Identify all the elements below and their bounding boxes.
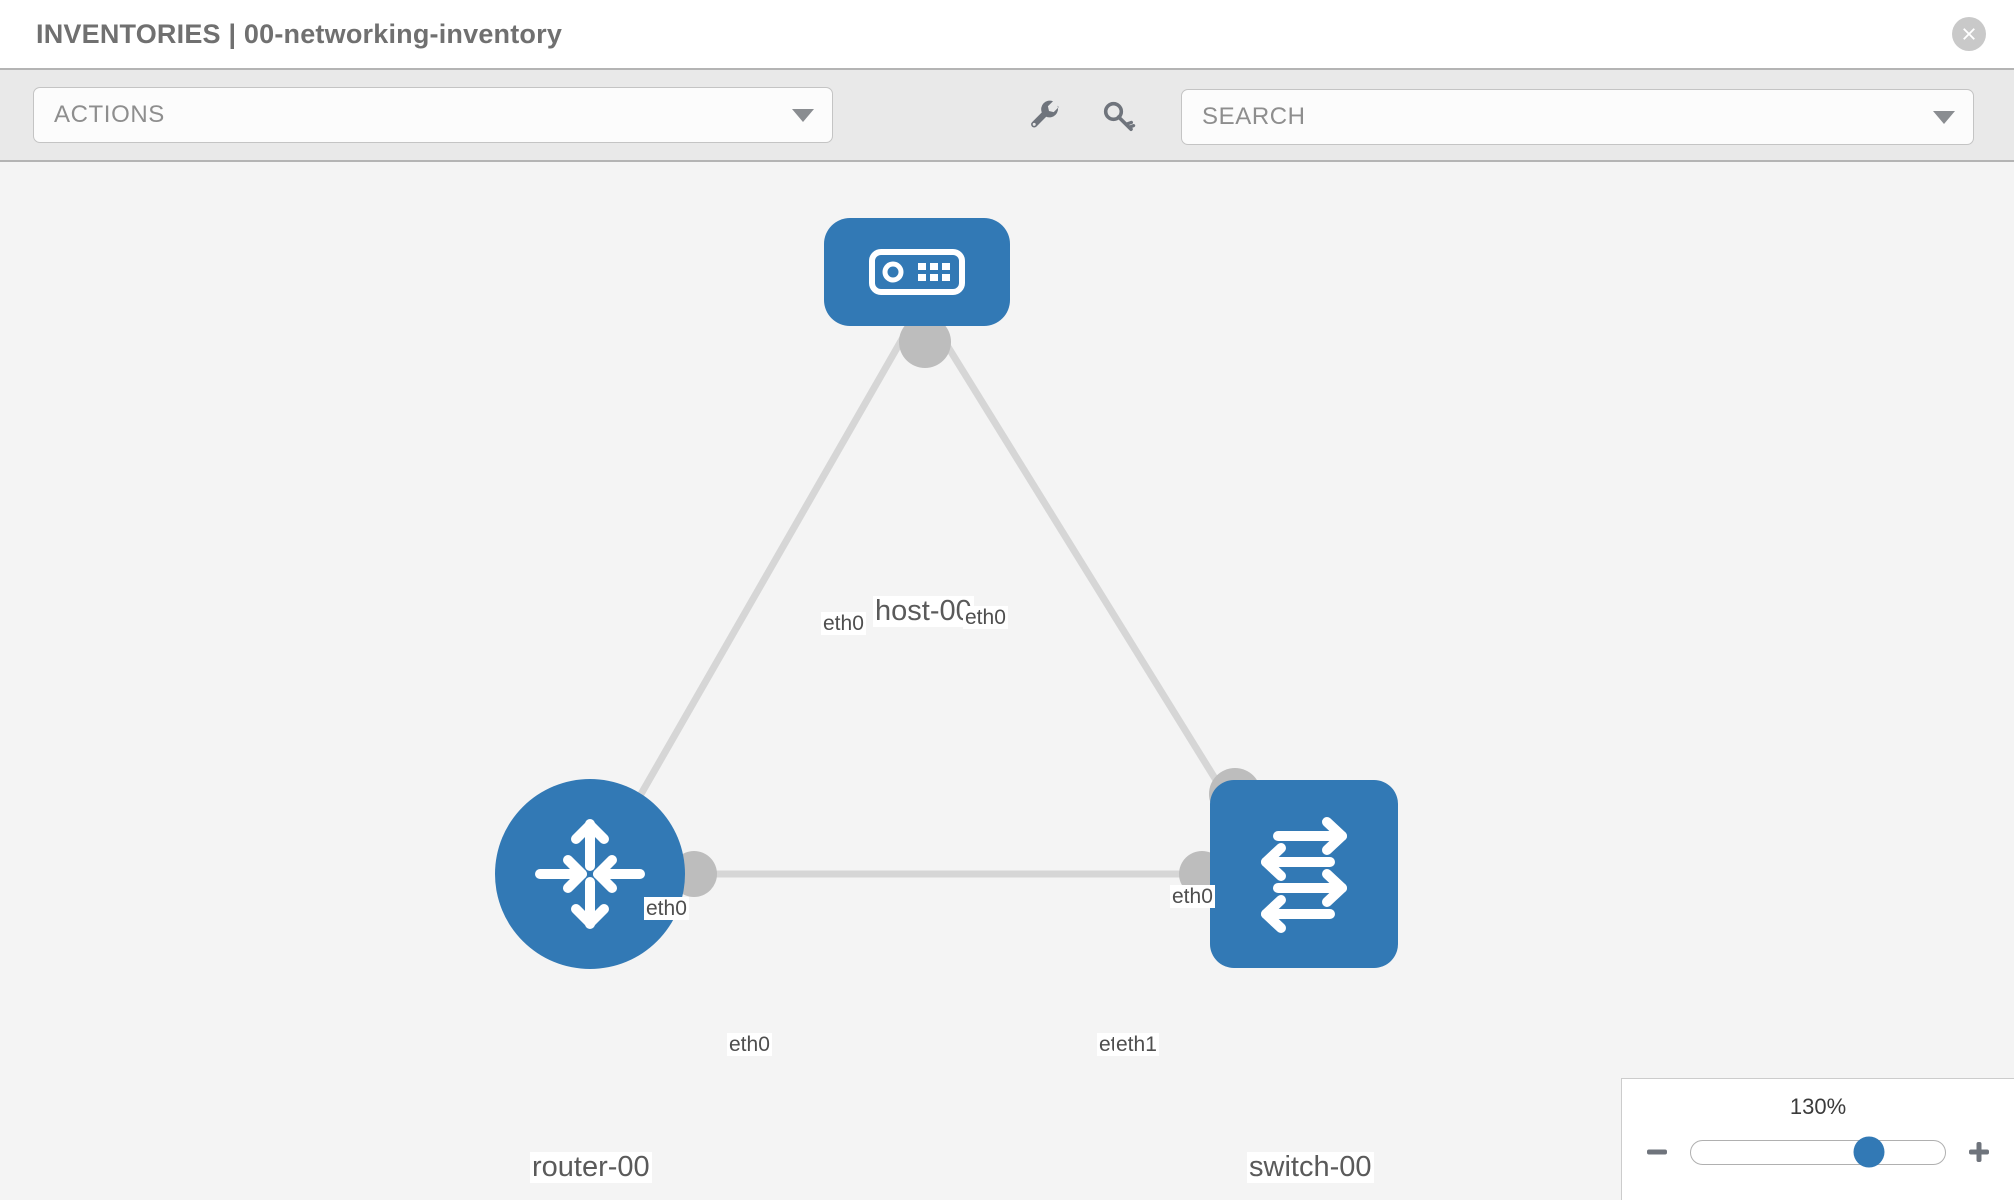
edge-label-router-host-near: eth0: [644, 897, 689, 921]
node-label-router: router-00: [530, 1151, 652, 1184]
topology-graph: [621, 316, 1261, 897]
switch-arrows-icon: [1261, 817, 1347, 933]
edge-label-switch-host-near: eth0: [1170, 885, 1215, 909]
page-title: INVENTORIES | 00-networking-inventory: [36, 18, 563, 49]
key-icon[interactable]: [1097, 93, 1141, 137]
connector-dot: [899, 316, 951, 368]
node-switch-00[interactable]: [1210, 780, 1398, 968]
search-input[interactable]: SEARCH: [1181, 89, 1974, 145]
close-icon[interactable]: [1952, 17, 1986, 51]
zoom-slider-thumb[interactable]: [1853, 1136, 1885, 1168]
zoom-level-value: 130%: [1789, 1094, 1847, 1119]
node-host-00[interactable]: [824, 218, 1010, 326]
edge-label-router-switch-right: eth1: [1114, 1033, 1159, 1057]
server-device-icon: [869, 249, 965, 295]
search-placeholder: SEARCH: [1202, 103, 1306, 130]
edge-host-router: [621, 332, 909, 824]
toolbar: ACTIONS SEARCH: [0, 68, 2014, 162]
edge-label-host-router-near: eth0: [821, 612, 866, 636]
wrench-icon[interactable]: [1023, 93, 1067, 137]
toolbar-icon-group: [1023, 93, 1141, 137]
actions-dropdown-label: ACTIONS: [54, 101, 165, 128]
node-router-00[interactable]: [495, 779, 685, 969]
actions-dropdown[interactable]: ACTIONS: [33, 87, 833, 143]
zoom-slider[interactable]: [1690, 1136, 1946, 1168]
edge-host-switch: [937, 332, 1248, 829]
chevron-down-icon[interactable]: [1933, 110, 1955, 124]
topology-canvas[interactable]: host-00 router-00 switch-00 eth0 eth0 et…: [0, 162, 2014, 1200]
title-bar: INVENTORIES | 00-networking-inventory: [0, 0, 2014, 68]
zoom-out-button[interactable]: [1642, 1137, 1672, 1167]
chevron-down-icon: [792, 108, 814, 122]
edge-label-host-switch-near: eth0: [963, 606, 1008, 630]
zoom-slider-row: [1622, 1132, 2014, 1172]
zoom-control-panel: 130%: [1621, 1078, 2014, 1200]
zoom-in-button[interactable]: [1964, 1137, 1994, 1167]
node-label-host: host-00: [873, 595, 974, 628]
node-label-switch: switch-00: [1247, 1151, 1374, 1184]
router-arrows-icon: [535, 819, 645, 929]
edge-label-router-switch-left: eth0: [727, 1033, 772, 1057]
